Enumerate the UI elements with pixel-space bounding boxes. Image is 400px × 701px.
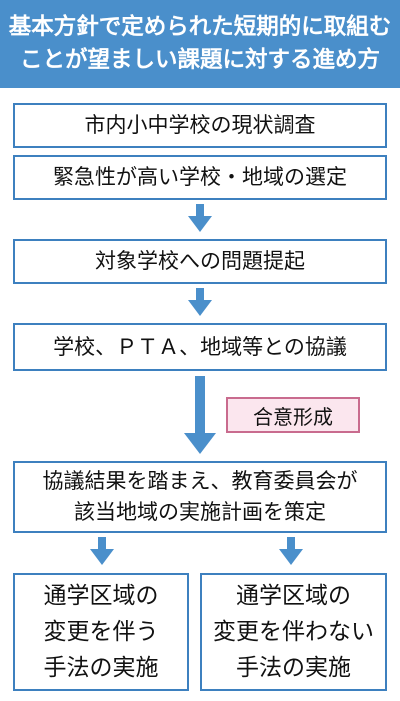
step-survey-box: 市内小中学校の現状調査 <box>13 103 387 148</box>
down-arrow-3-icon <box>184 376 216 454</box>
down-arrow-1-icon <box>188 204 212 232</box>
step-propose-text: 対象学校への問題提起 <box>95 249 305 273</box>
outcome-right-line-1: 通学区域の <box>236 583 351 609</box>
step-select-text: 緊急性が高い学校・地域の選定 <box>53 165 347 189</box>
down-arrow-left-icon <box>90 537 114 565</box>
step-plan-line-2: 該当地域の実施計画を策定 <box>74 500 326 524</box>
title-line-1: 基本方針で定められた短期的に取組む <box>8 14 392 40</box>
outcome-left-box: 通学区域の 変更を伴う 手法の実施 <box>13 573 189 691</box>
step-propose-box: 対象学校への問題提起 <box>13 239 387 284</box>
outcome-left-line-2: 変更を伴う <box>43 619 159 645</box>
step-select-box: 緊急性が高い学校・地域の選定 <box>13 155 387 200</box>
title-line-2: ことが望ましい課題に対する進め方 <box>19 47 380 73</box>
step-survey-text: 市内小中学校の現状調査 <box>84 113 316 137</box>
step-plan-box: 協議結果を踏まえ、教育委員会が 該当地域の実施計画を策定 <box>13 461 387 533</box>
outcome-right-line-3: 手法の実施 <box>236 655 351 681</box>
step-consult-text: 学校、ＰＴＡ、地域等との協議 <box>53 334 347 359</box>
outcome-right-box: 通学区域の 変更を伴わない 手法の実施 <box>200 573 387 691</box>
outcome-left-line-3: 手法の実施 <box>43 655 159 681</box>
consensus-label: 合意形成 <box>226 397 360 433</box>
step-plan-line-1: 協議結果を踏まえ、教育委員会が <box>42 469 358 493</box>
consensus-text: 合意形成 <box>253 404 333 429</box>
down-arrow-2-icon <box>188 288 212 316</box>
step-consult-box: 学校、ＰＴＡ、地域等との協議 <box>13 323 387 371</box>
diagram-title: 基本方針で定められた短期的に取組む ことが望ましい課題に対する進め方 <box>0 0 400 88</box>
outcome-left-line-1: 通学区域の <box>43 583 159 609</box>
outcome-right-line-2: 変更を伴わない <box>213 619 374 645</box>
down-arrow-right-icon <box>279 537 303 565</box>
